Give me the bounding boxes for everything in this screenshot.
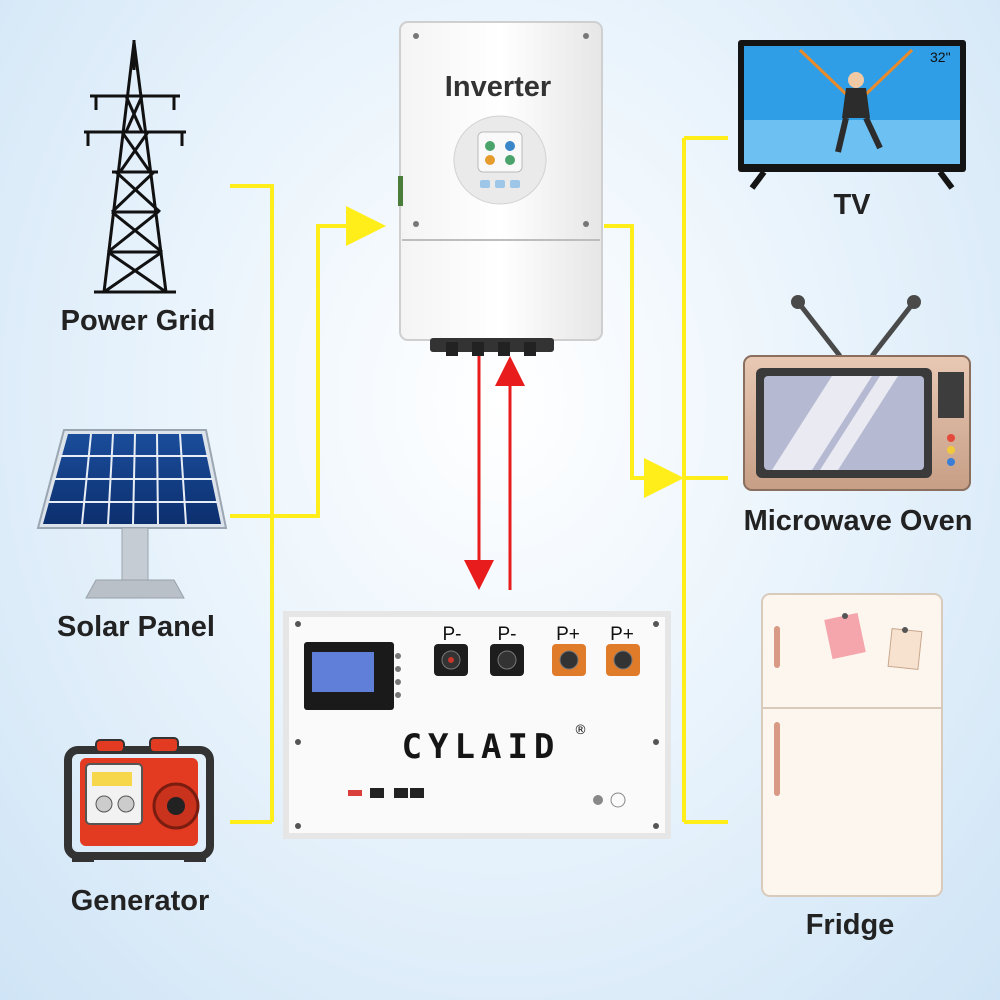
generator-icon [64,737,214,862]
wire-solar-panel [230,206,386,518]
inverter-unit [398,21,603,356]
terminal-label-2: P- [498,624,517,645]
wire-inverter-out [604,224,684,498]
terminal-label-3: P+ [556,624,580,645]
tv-label: TV [833,189,871,221]
solar-panel-label: Solar Panel [57,611,215,643]
tv-screen-size: 32" [930,49,951,65]
generator-label: Generator [71,885,210,917]
battery-unit [283,611,671,839]
battery-wiring [464,350,525,590]
fridge-icon [761,593,943,897]
wire-power-grid [230,184,274,822]
solar-panel-icon [36,429,228,599]
battery-brand-logo: CYLAID [402,727,561,767]
battery-terminals [434,644,640,676]
power-tower-icon [84,40,186,294]
microwave-label: Microwave Oven [744,505,973,537]
source-wiring [230,184,386,824]
battery-registered-mark: ® [574,723,587,738]
tv-icon [738,40,966,190]
power-grid-label: Power Grid [61,305,216,337]
fridge-label: Fridge [806,909,895,941]
terminal-label-1: P- [443,624,462,645]
load-wiring [604,136,728,824]
terminal-label-4: P+ [610,624,634,645]
microwave-icon [743,295,971,491]
inverter-label: Inverter [445,71,551,103]
